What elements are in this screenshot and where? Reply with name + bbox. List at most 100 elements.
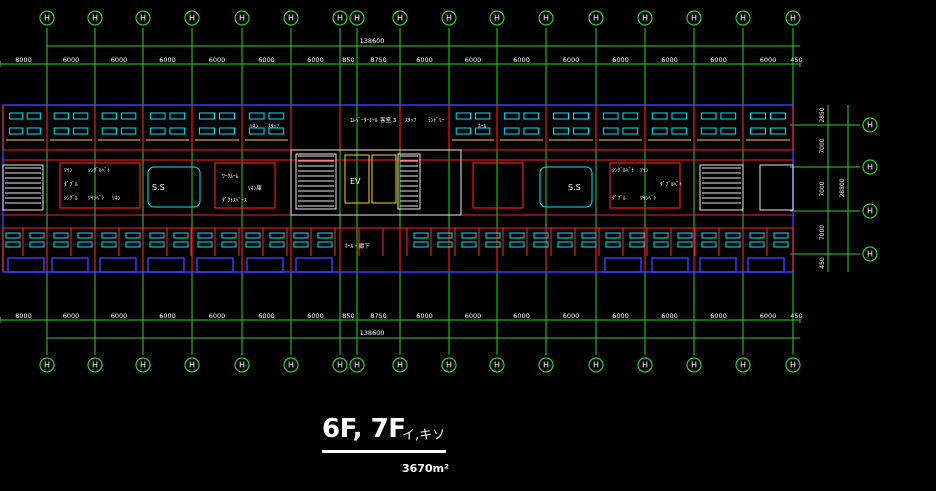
grid-bubble — [39, 357, 55, 373]
bath-fixture — [72, 112, 89, 120]
grid-bubble — [332, 357, 348, 373]
grid-bubble — [686, 357, 702, 373]
bath-fixture — [120, 112, 137, 120]
grid-bubble-label: H — [92, 14, 98, 23]
balcony — [7, 257, 45, 273]
room-label-ev: EV — [350, 177, 361, 186]
balcony — [699, 257, 737, 273]
service-room — [472, 162, 524, 209]
room-label: ﾂｲﾝﾍﾞﾄ — [88, 195, 105, 202]
room-label: ﾀﾞﾌﾞﾙ — [64, 181, 78, 188]
grid-bubble-label: H — [44, 361, 50, 370]
bath-fixture — [9, 127, 24, 135]
bath-fixture — [317, 241, 333, 248]
dimension-value: 8000 — [15, 56, 32, 64]
room-label: ﾗﾝﾄﾞﾘｰ — [428, 117, 445, 124]
bath-fixture — [677, 241, 693, 248]
room-label: ﾘﾈﾝ — [112, 195, 121, 202]
bath-fixture — [503, 112, 520, 120]
bath-fixture — [770, 127, 786, 135]
room-label-ss-right: S.S — [568, 183, 581, 192]
dimension-value: 6000 — [307, 312, 324, 320]
grid-bubble-label: H — [354, 14, 360, 23]
shaft-right — [539, 166, 593, 208]
bath-fixture — [221, 232, 237, 239]
bath-fixture — [268, 127, 285, 135]
plan-area-label: 3670m² — [402, 462, 449, 475]
bath-fixture — [437, 232, 453, 239]
bath-fixture — [720, 127, 737, 135]
bath-fixture — [125, 232, 141, 239]
grid-bubble — [862, 203, 878, 219]
grid-bubble-label: H — [288, 14, 294, 23]
grid-bubble-label: H — [494, 14, 500, 23]
room-label: ﾂｲﾝ — [640, 168, 649, 174]
grid-bubble — [862, 117, 878, 133]
dimension-value: 450 — [790, 312, 802, 320]
dimension-value: 6000 — [258, 312, 275, 320]
bath-fixture — [101, 241, 117, 248]
end-stair-right — [759, 164, 794, 211]
shaft-left — [147, 166, 201, 208]
grid-bubble — [785, 10, 801, 26]
bath-fixture — [701, 241, 717, 248]
grid-bubble-label: H — [446, 14, 452, 23]
grid-bubble — [184, 10, 200, 26]
grid-bubble-label: H — [593, 361, 599, 370]
dimension-value: 7000 — [819, 138, 826, 153]
bath-fixture — [199, 127, 215, 135]
grid-bubble — [441, 10, 457, 26]
room-label: ｽﾀｯﾌ — [405, 117, 416, 124]
bath-fixture — [149, 112, 166, 120]
bath-fixture — [101, 232, 117, 239]
grid-bubble — [135, 10, 151, 26]
bath-fixture — [293, 241, 309, 248]
dimension-value: 2850 — [819, 107, 826, 122]
grid-bubble — [184, 357, 200, 373]
bath-fixture — [485, 232, 501, 239]
bath-fixture — [629, 241, 645, 248]
bath-fixture — [221, 241, 237, 248]
room-label: ｴﾚﾍﾞｰﾀｰﾎｰﾙ — [350, 117, 378, 124]
bath-fixture — [26, 112, 41, 120]
plan-title: 6F, 7F — [322, 414, 406, 444]
grid-bubble-label: H — [867, 163, 873, 172]
bath-fixture — [605, 241, 621, 248]
dimension-value: 6000 — [661, 312, 678, 320]
bath-fixture — [437, 241, 453, 248]
building-outline-layer — [2, 104, 794, 273]
room-label: ﾘﾈﾝ — [250, 123, 259, 130]
bath-fixture — [219, 112, 235, 120]
room-label: ﾀﾞｸﾄｽﾍﾟｰｽ — [222, 197, 247, 204]
room-label-corridor: ﾎｰﾙ・廊下 — [345, 242, 370, 250]
bath-fixture — [750, 112, 766, 120]
dimension-value: 6000 — [159, 56, 176, 64]
room-label: ﾂｲﾝ — [64, 168, 73, 174]
bath-fixture — [770, 112, 786, 120]
bath-fixture — [461, 232, 477, 239]
bath-fixture — [651, 127, 668, 135]
bath-fixture — [602, 112, 619, 120]
bath-fixture — [653, 241, 669, 248]
dimension-value: 6000 — [465, 56, 482, 64]
bath-fixture — [26, 127, 41, 135]
dimension-value: 450 — [819, 257, 826, 269]
grid-bubble — [489, 357, 505, 373]
room-label: ﾎｰﾙ — [478, 123, 487, 130]
grid-bubble-label: H — [337, 361, 343, 370]
bath-fixture — [533, 232, 549, 239]
bath-fixture — [557, 232, 573, 239]
bath-fixture — [199, 112, 215, 120]
bath-fixture — [651, 112, 668, 120]
grid-bubble-label: H — [543, 361, 549, 370]
bath-fixture — [605, 232, 621, 239]
grid-bubble — [588, 357, 604, 373]
grid-bubble-label: H — [189, 361, 195, 370]
dimension-total: 138600 — [360, 329, 385, 337]
balcony — [196, 257, 234, 273]
grid-bubble — [686, 10, 702, 26]
dimension-value: 450 — [790, 56, 802, 64]
bath-fixture — [53, 241, 69, 248]
dimension-value: 6000 — [63, 312, 80, 320]
